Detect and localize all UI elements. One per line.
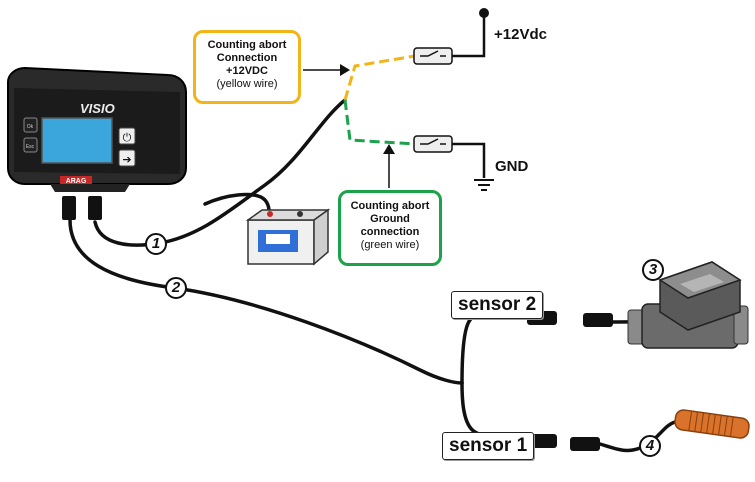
cable-2 bbox=[68, 218, 464, 385]
badge-1: 1 bbox=[145, 233, 167, 255]
ground-icon bbox=[474, 179, 494, 191]
battery bbox=[245, 208, 331, 266]
key-esc-label: Esc bbox=[26, 144, 35, 150]
right-key-bottom bbox=[118, 149, 136, 167]
badge-4: 4 bbox=[639, 435, 661, 457]
flowmeter bbox=[627, 261, 749, 349]
yellow-wire-callout: Counting abort Connection +12VDC (yellow… bbox=[193, 30, 301, 104]
maker-logo bbox=[60, 176, 92, 184]
visio-display-unit: ➔ ⏻ VISIO Ok Esc ARAG bbox=[7, 66, 187, 220]
switch-bottom bbox=[413, 135, 453, 153]
proximity-cable bbox=[598, 420, 677, 453]
green-wire bbox=[343, 99, 416, 146]
yellow-callout-line2: Connection bbox=[216, 52, 278, 64]
green-callout-line4: (green wire) bbox=[360, 239, 420, 251]
right-key-top bbox=[118, 127, 136, 145]
splitter-upper bbox=[460, 313, 532, 385]
yellow-callout-line1: Counting abort bbox=[207, 39, 287, 51]
cable-1 bbox=[93, 98, 347, 247]
green-callout-line3: connection bbox=[360, 226, 420, 238]
proximity-sensor bbox=[674, 409, 750, 439]
green-callout-line1: Counting abort bbox=[350, 200, 430, 212]
connector-right bbox=[88, 196, 102, 220]
positive-supply-label: +12Vdc bbox=[494, 26, 547, 43]
key-ok-label: Ok bbox=[27, 124, 34, 130]
connector-left bbox=[62, 196, 76, 220]
green-callout-line2: Ground bbox=[370, 213, 410, 225]
maker-label: ARAG bbox=[66, 178, 87, 185]
abort-wiring bbox=[303, 8, 494, 191]
arrow-icon: ➔ bbox=[122, 153, 131, 166]
green-wire-callout: Counting abort Ground connection (green … bbox=[338, 190, 442, 266]
device-brand: VISIO bbox=[80, 101, 115, 116]
badge-2: 2 bbox=[165, 277, 187, 299]
yellow-wire bbox=[343, 54, 416, 101]
yellow-callout-line3: +12VDC bbox=[226, 65, 268, 77]
display-screen bbox=[41, 117, 113, 164]
ground-label: GND bbox=[495, 158, 529, 175]
sensor-1-tag: sensor 1 bbox=[442, 432, 535, 460]
yellow-callout-line4: (yellow wire) bbox=[216, 78, 278, 90]
sensor-connectors bbox=[527, 311, 613, 451]
sensor-2-tag: sensor 2 bbox=[451, 291, 544, 319]
switch-top bbox=[413, 47, 453, 65]
positive-terminal bbox=[479, 8, 489, 18]
badge-3: 3 bbox=[642, 259, 664, 281]
power-icon: ⏻ bbox=[123, 131, 132, 144]
